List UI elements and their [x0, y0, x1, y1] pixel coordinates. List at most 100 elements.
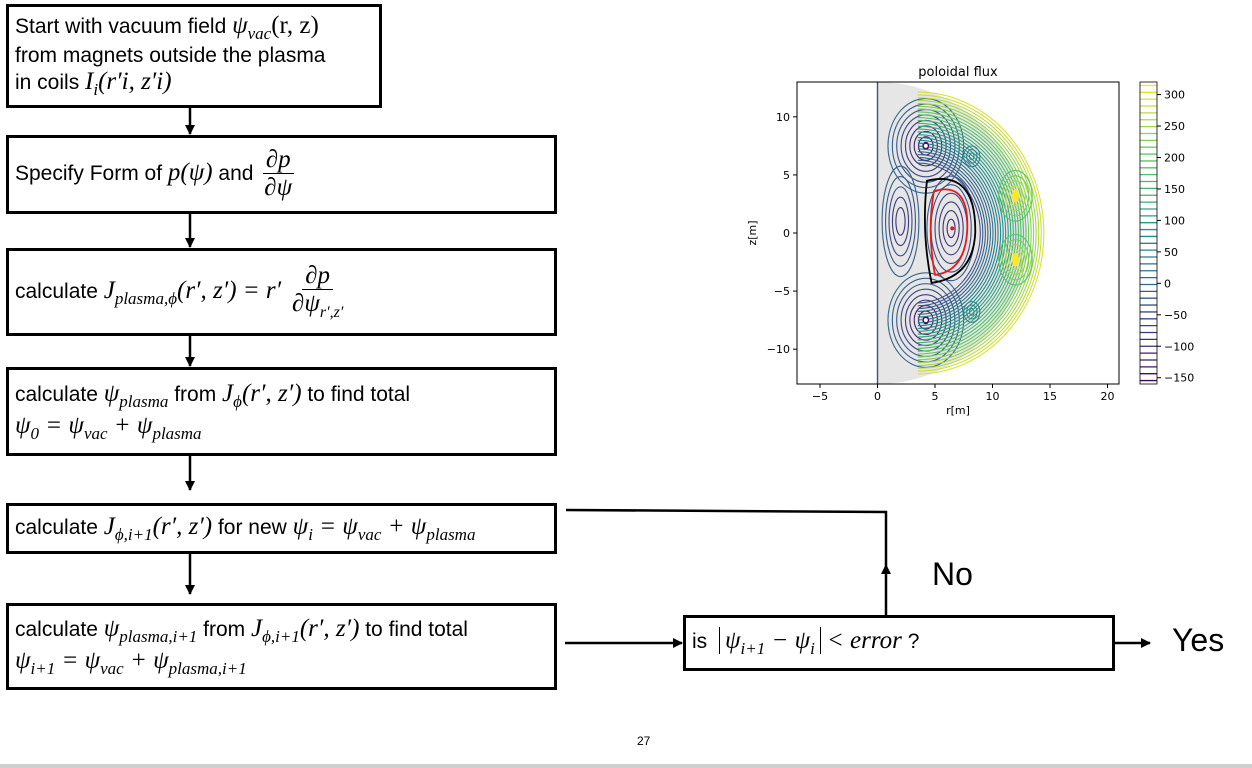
plasma-separatrix [929, 188, 969, 276]
contour-plasma-2 [938, 201, 964, 256]
contour-hot-0-3 [1001, 175, 1030, 217]
contour-outer-13 [917, 125, 1014, 341]
plot-title: poloidal flux [918, 65, 998, 80]
contour-small-0-0 [969, 152, 975, 161]
colorbar-tick-label: −150 [1164, 372, 1194, 385]
box1-math-coils: Ii(r′i, z′i) [85, 68, 172, 100]
box1-text: Start with vacuum field [15, 15, 233, 39]
bottom-scroll-bar [0, 764, 1252, 768]
x-tick-label: 10 [986, 390, 1000, 403]
decision-math-abs: ψi+1 − ψi [719, 627, 821, 658]
page-number: 27 [637, 734, 651, 748]
box2-line: Specify Form of p(ψ) and ∂p∂ψ [15, 146, 548, 203]
contour-outer-17 [917, 114, 1024, 352]
contour-inner-0 [895, 207, 906, 236]
contour-outer-0 [917, 162, 981, 304]
decision-line: is ψi+1 − ψi< error ? [692, 627, 920, 659]
box1-line1: Start with vacuum field ψvac(r, z) [15, 12, 373, 44]
flow-box-calc-new-psi: calculate ψplasma,i+1 from Jϕ,i+1(r′, z′… [6, 603, 557, 690]
contour-outer-10 [917, 134, 1007, 332]
colorbar-tick-label: 250 [1164, 120, 1185, 133]
contour-hot-1-2 [1005, 244, 1026, 276]
contour-outer-14 [917, 122, 1017, 344]
y-tick-label: −10 [767, 343, 790, 356]
contour-inner-1 [891, 196, 910, 247]
y-tick-label: 10 [776, 111, 790, 124]
box6-line1: calculate ψplasma,i+1 from Jϕ,i+1(r′, z′… [15, 614, 468, 646]
box3-fraction: ∂p∂ψr′,z′ [291, 261, 344, 322]
contour-hot-1-1 [1008, 249, 1023, 271]
contour-outer-24 [917, 94, 1042, 372]
label-yes: Yes [1172, 622, 1225, 658]
coil-center-marker-1 [922, 317, 929, 324]
box3-line: calculate Jplasma,ϕ(r′, z′) = r′ ∂p∂ψr′,… [15, 262, 548, 323]
colorbar-tick-label: 0 [1164, 277, 1171, 290]
decision-math-error: < error [826, 627, 902, 655]
contour-inner-2 [888, 186, 913, 257]
hot-spot-1 [1012, 252, 1019, 267]
contour-outer-21 [917, 102, 1035, 364]
box6-math-total: ψi+1 = ψvac + ψplasma,i+1 [15, 646, 247, 678]
x-tick-label: 20 [1101, 390, 1115, 403]
box5-math-J: Jϕ,i+1(r′, z′) [103, 512, 213, 544]
coil-center-marker-0 [922, 142, 929, 149]
box3-math-J: Jplasma,ϕ(r′, z′) = r′ [103, 276, 282, 308]
flow-box-vacuum-field: Start with vacuum field ψvac(r, z) from … [6, 4, 382, 108]
contour-outer-2 [917, 156, 986, 310]
contour-inner-3 [885, 175, 917, 267]
flow-box-calc-new-current: calculate Jϕ,i+1(r′, z′) for new ψi = ψv… [6, 503, 557, 554]
magnetic-axis-marker [950, 226, 955, 231]
box5-math-psi: ψi = ψvac + ψplasma [292, 512, 476, 544]
colorbar-tick-label: −100 [1164, 340, 1194, 353]
contour-hot-1-3 [1001, 238, 1030, 281]
plasma-boundary [923, 178, 977, 284]
box4-math-psi: ψplasma [103, 379, 169, 411]
contour-outer-22 [917, 100, 1037, 366]
box6-math-psi: ψplasma,i+1 [103, 614, 198, 646]
box1-line2: from magnets outside the plasma [15, 43, 326, 67]
x-tick-label: −5 [812, 390, 828, 403]
flow-box-specify-pressure: Specify Form of p(ψ) and ∂p∂ψ [6, 135, 557, 214]
y-tick-label: 0 [783, 227, 790, 240]
box2-math-p: p(ψ) [167, 159, 213, 187]
box4-math-J: Jϕ(r′, z′) [222, 379, 302, 411]
contour-outer-5 [917, 148, 994, 318]
contour-small-1-2 [963, 301, 981, 323]
box4-line2: ψ0 = ψvac + ψplasma [15, 412, 548, 444]
x-axis-label: r[m] [946, 404, 970, 416]
contour-small-0-1 [966, 148, 978, 164]
contour-small-0-2 [963, 145, 981, 168]
colorbar-tick-label: 150 [1164, 183, 1185, 196]
contour-coil-0-3 [909, 125, 943, 167]
contour-outer-11 [917, 131, 1009, 335]
contour-inner-4 [881, 165, 920, 278]
contour-outer-9 [917, 136, 1004, 330]
contour-outer-6 [917, 145, 997, 321]
contour-outer-19 [917, 108, 1029, 358]
contour-hot-0-4 [998, 169, 1033, 222]
loop-line-no [565, 508, 888, 565]
contour-outer-23 [917, 97, 1040, 369]
flow-box-convergence-check: is ψi+1 − ψi< error ? [683, 615, 1115, 671]
contour-plasma-1 [942, 209, 960, 247]
contour-outer-15 [917, 119, 1019, 347]
y-tick-label: 5 [783, 169, 790, 182]
box4-line1: calculate ψplasma from Jϕ(r′, z′) to fin… [15, 379, 411, 411]
y-tick-label: −5 [774, 285, 790, 298]
box4-math-total: ψ0 = ψvac + ψplasma [15, 411, 202, 443]
box6-line2: ψi+1 = ψvac + ψplasma,i+1 [15, 647, 548, 679]
colorbar-frame [1139, 81, 1158, 385]
contour-coil-1-3 [909, 299, 943, 341]
contour-hot-1-4 [998, 233, 1033, 286]
contour-plasma-0 [946, 218, 956, 239]
x-tick-label: 0 [874, 390, 881, 403]
contour-outer-25 [917, 91, 1045, 375]
contour-outer-20 [917, 105, 1032, 361]
contour-hot-0-1 [1008, 185, 1023, 207]
contour-outer-18 [917, 111, 1027, 355]
x-tick-label: 15 [1043, 390, 1057, 403]
flow-box-calc-current: calculate Jplasma,ϕ(r′, z′) = r′ ∂p∂ψr′,… [6, 248, 557, 336]
box1-line3: in coils Ii(r′i, z′i) [15, 68, 172, 100]
x-tick-label: 5 [932, 390, 939, 403]
